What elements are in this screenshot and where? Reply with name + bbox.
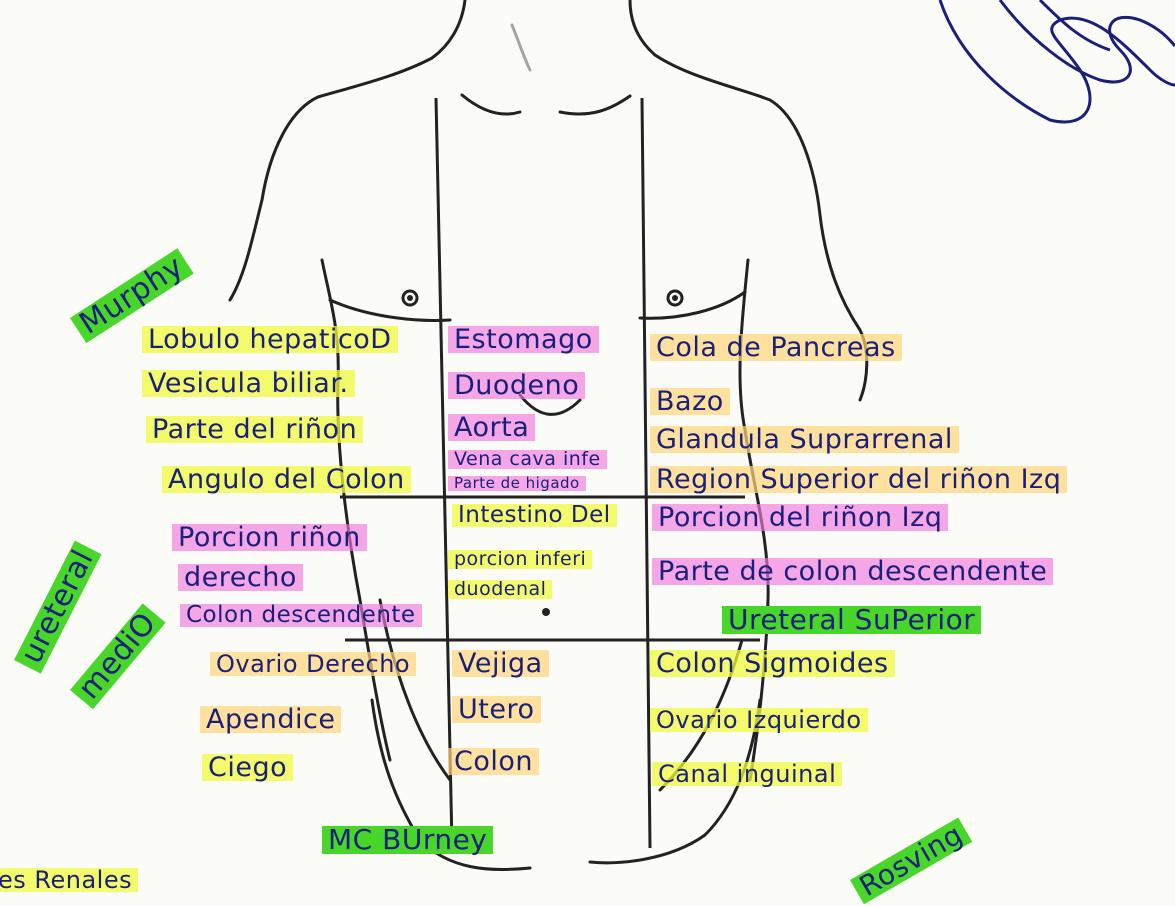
left-flank-item-0: Porcion del riñon Izq xyxy=(652,504,948,531)
epigastrium-item-4: Parte de higado xyxy=(448,476,586,491)
navel-icon xyxy=(542,608,550,616)
bottom-left-partial-label: es Renales xyxy=(0,868,138,892)
right-flank-item-0: Porcion riñon xyxy=(172,524,367,551)
right-iliac-item-2: Ciego xyxy=(202,754,293,781)
left-hypochondrium-item-2: Glandula Suprarrenal xyxy=(650,426,959,453)
hypogastrium-item-0: Vejiga xyxy=(452,650,549,677)
right-hypochondrium-item-3: Angulo del Colon xyxy=(162,466,411,493)
hypogastrium-item-2: Colon xyxy=(448,748,539,775)
epigastrium-item-2: Aorta xyxy=(448,414,535,441)
hypogastrium-item-1: Utero xyxy=(452,696,541,723)
point-ureteral-superior: Ureteral SuPerior xyxy=(722,606,981,634)
epigastrium-item-1: Duodeno xyxy=(448,372,585,399)
left-hypochondrium-item-3: Region Superior del riñon Izq xyxy=(650,466,1067,493)
right-hypochondrium-item-2: Parte del riñon xyxy=(146,416,363,443)
right-hypochondrium-item-0: Lobulo hepaticoD xyxy=(142,326,398,353)
umbilical-item-2: duodenal xyxy=(448,580,552,599)
right-hypochondrium-item-1: Vesicula biliar. xyxy=(142,370,355,397)
signature-scribble xyxy=(940,0,1175,122)
umbilical-item-0: Intestino Del xyxy=(452,504,617,527)
right-iliac-item-0: Ovario Derecho xyxy=(210,652,416,676)
epigastrium-item-3: Vena cava infe xyxy=(448,450,607,469)
umbilical-item-1: porcion inferi xyxy=(448,550,592,569)
left-iliac-item-2: Canal inguinal xyxy=(652,762,842,786)
right-iliac-item-1: Apendice xyxy=(200,706,341,733)
point-mc-burney: MC BUrney xyxy=(322,826,493,854)
left-hypochondrium-item-1: Bazo xyxy=(650,388,730,415)
right-flank-item-2: Colon descendente xyxy=(180,604,422,627)
left-hypochondrium-item-0: Cola de Pancreas xyxy=(650,334,902,361)
left-flank-item-1: Parte de colon descendente xyxy=(652,558,1053,585)
left-iliac-item-0: Colon Sigmoides xyxy=(650,650,895,677)
epigastrium-item-0: Estomago xyxy=(448,326,599,353)
left-iliac-item-1: Ovario Izquierdo xyxy=(650,708,868,732)
right-flank-item-1: derecho xyxy=(178,564,303,591)
